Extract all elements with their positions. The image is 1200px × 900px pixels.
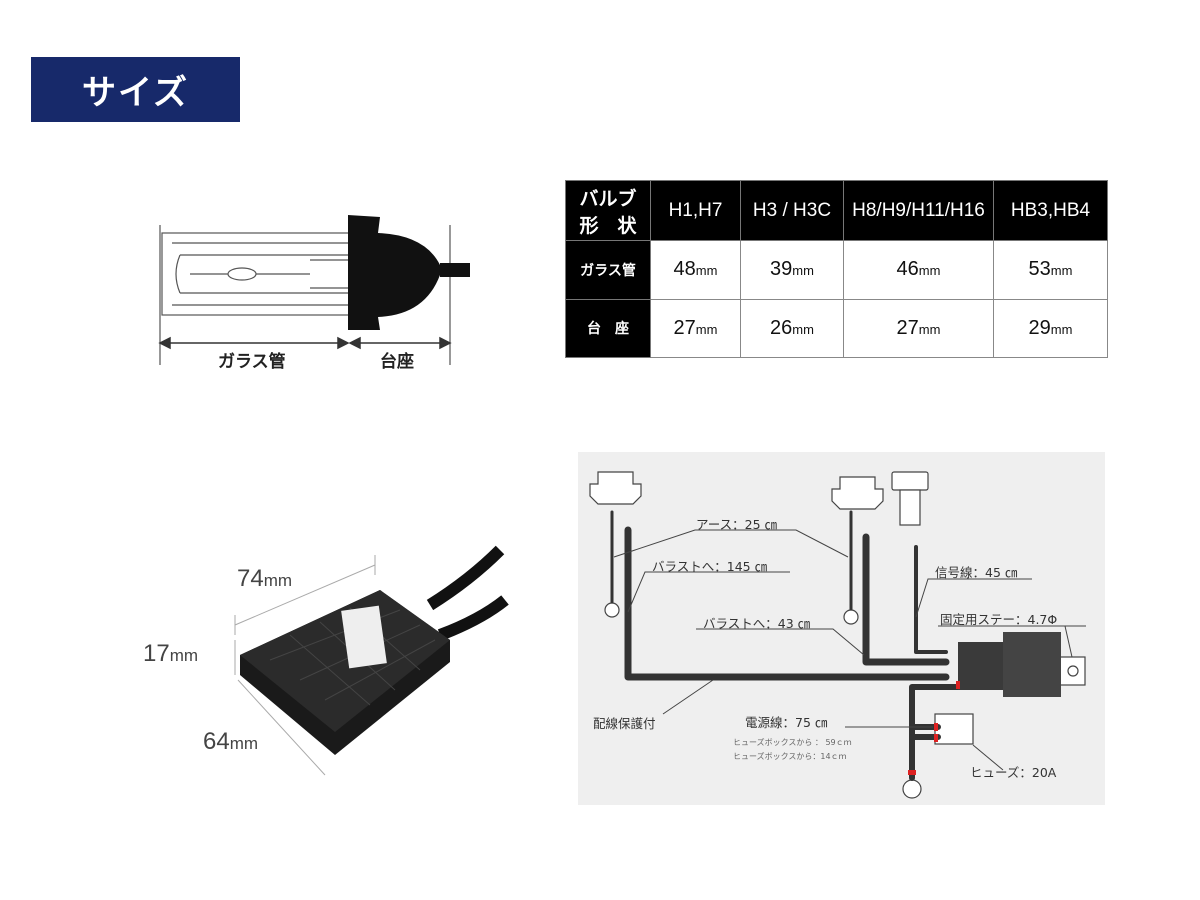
bulb-diagram [158,215,470,365]
connector-middle [831,476,884,510]
ballast-145-label: バラストへ：145 ㎝ [652,559,768,574]
table-cell: 29mm [993,298,1108,358]
section-title: サイズ [82,73,189,113]
relay-connector [958,642,1003,690]
section-title-banner: サイズ [31,57,240,122]
table-row: ガラス管 48mm 39mm 46mm 53mm [565,240,1108,300]
wiring-diagram [578,452,1105,805]
ballast-length: 74mm [237,565,293,592]
ballast-photo [234,545,509,776]
table-cell: 27mm [843,298,994,358]
connector-left [589,471,642,505]
header-label: バルブ形 状 [565,180,651,241]
wiring-drawing [589,471,1086,799]
ring-terminal [902,779,922,799]
bulb-base-shape [348,215,440,330]
stay-label: 固定用ステー：4.7Φ [940,612,1058,627]
table-cell: 46mm [843,240,994,300]
table-header-row: バルブ形 状 H1,H7 H3 / H3C H8/H9/H11/H16 HB3,… [565,180,1108,241]
fuse-box-note-2: ヒューズボックスから：14ｃｍ [733,752,847,761]
earth-label: アース：25 ㎝ [696,517,778,532]
ring-terminal [843,609,859,625]
glass-tube-label: ガラス管 [218,352,286,372]
table-cell: 39mm [740,240,844,300]
ballast-width: 64mm [203,728,259,755]
power-wire-label: 電源線：75 ㎝ [745,715,828,730]
signal-wire-label: 信号線：45 ㎝ [935,565,1018,580]
table-cell: 27mm [650,298,741,358]
bulb-size-table: バルブ形 状 H1,H7 H3 / H3C H8/H9/H11/H16 HB3,… [565,180,1108,358]
table-cell: 48mm [650,240,741,300]
relay [1003,632,1061,697]
base-label: 台座 [380,352,414,372]
column-header: H3 / H3C [740,180,844,241]
table-cell: 53mm [993,240,1108,300]
signal-connector [891,471,929,491]
column-header: H1,H7 [650,180,741,241]
fuse-holder [934,713,974,745]
ballast-height: 17mm [143,640,199,667]
row-label: ガラス管 [565,240,651,300]
column-header: HB3,HB4 [993,180,1108,241]
fuse-box-note-1: ヒューズボックスから ： 59ｃｍ [733,738,852,747]
ring-terminal [604,602,620,618]
ballast-sticker [341,605,387,669]
fuse-label: ヒューズ：20A [970,765,1057,780]
row-label: 台 座 [565,298,651,358]
table-row: 台 座 27mm 26mm 27mm 29mm [565,298,1108,358]
column-header: H8/H9/H11/H16 [843,180,994,241]
protection-label: 配線保護付 [593,716,656,731]
ballast-43-label: バラストへ：43 ㎝ [703,616,811,631]
table-cell: 26mm [740,298,844,358]
